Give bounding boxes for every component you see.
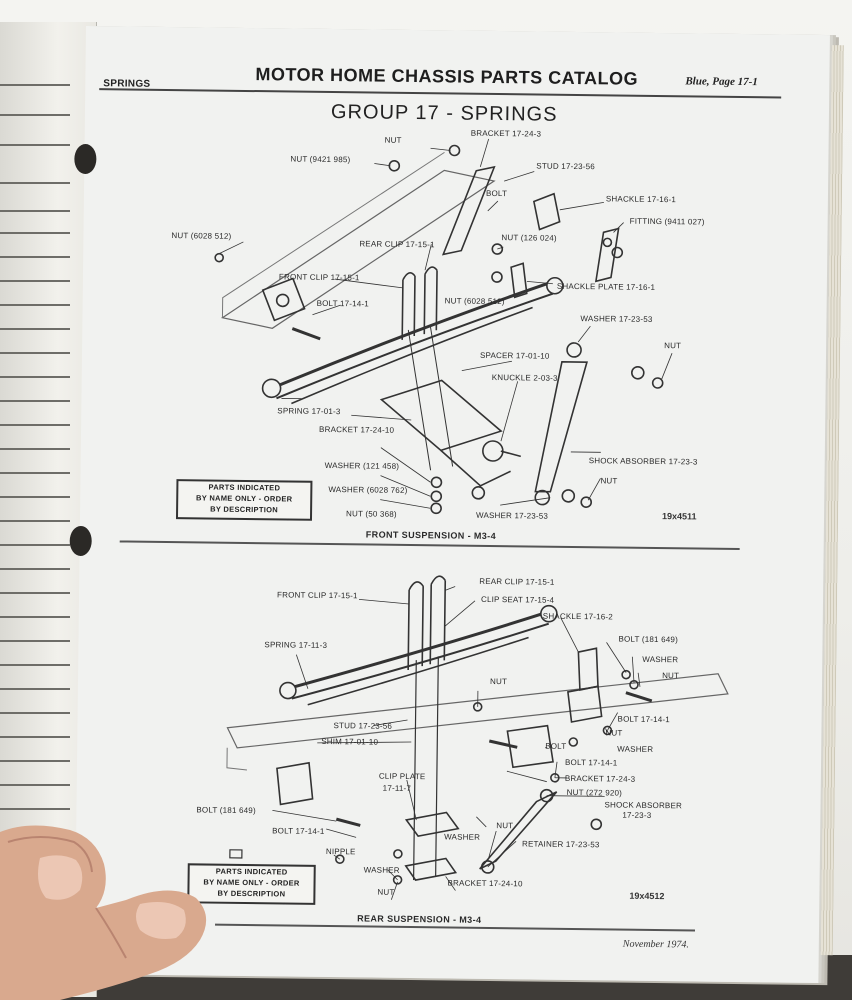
label-shock-number: 17-23-3 <box>622 810 652 820</box>
label-bracket: BRACKET 17-24-3 <box>470 128 542 139</box>
label-nut: NUT <box>377 887 395 897</box>
label-nut-6028-mid: NUT (6028 512) <box>444 296 505 307</box>
label-washer: WASHER <box>617 744 654 754</box>
label-nut: NUT <box>664 341 682 351</box>
footer-date: November 1974. <box>622 938 689 951</box>
label-front-clip: FRONT CLIP 17-15-1 <box>278 272 360 283</box>
label-spring: SPRING 17-01-3 <box>277 406 341 417</box>
label-shackle-plate: SHACKLE PLATE 17-16-1 <box>556 281 656 292</box>
catalog-page: SPRINGS MOTOR HOME CHASSIS PARTS CATALOG… <box>65 26 844 984</box>
label-rear-clip: REAR CLIP 17-15-1 <box>479 576 555 587</box>
label-stud: STUD 17-23-56 <box>333 721 393 731</box>
label-washer: WASHER <box>363 865 400 875</box>
label-bolt: BOLT <box>485 188 508 199</box>
label-nut: NUT <box>489 676 508 687</box>
label-washer: WASHER <box>444 832 481 842</box>
label-washer-53: WASHER 17-23-53 <box>580 314 653 324</box>
label-nut: NUT <box>605 728 623 738</box>
front-caption: FRONT SUSPENSION - M3-4 <box>365 529 497 542</box>
label-bolt-14: BOLT 17-14-1 <box>272 826 325 836</box>
label-bracket-3: BRACKET 17-24-3 <box>564 773 636 784</box>
label-nut: NUT <box>600 476 618 486</box>
label-spring: SPRING 17-11-3 <box>264 640 328 650</box>
label-front-clip: FRONT CLIP 17-15-1 <box>277 590 358 601</box>
label-shackle: SHACKLE 17-16-1 <box>605 194 677 205</box>
label-bolt: BOLT <box>545 741 567 751</box>
rear-caption: REAR SUSPENSION - M3-4 <box>357 913 482 925</box>
label-rear-clip: REAR CLIP 17-15-1 <box>359 239 435 250</box>
front-figure-number: 19x4511 <box>661 511 697 522</box>
label-clip-plate-number: 17-11-7 <box>382 783 412 794</box>
label-nut: NUT <box>496 821 514 831</box>
label-stud: STUD 17-23-56 <box>536 161 595 172</box>
label-bolt-14: BOLT 17-14-1 <box>617 714 670 725</box>
label-bolt-14: BOLT 17-14-1 <box>564 757 618 768</box>
label-washer-53: WASHER 17-23-53 <box>475 510 549 521</box>
label-nut-50: NUT (50 368) <box>346 509 397 519</box>
label-nut-6028: NUT (6028 512) <box>171 231 232 241</box>
label-nut-9421: NUT (9421 985) <box>290 154 351 165</box>
label-nipple: NIPPLE <box>325 846 356 857</box>
label-shackle: SHACKLE 17-16-2 <box>542 611 614 622</box>
label-nut-126: NUT (126 024) <box>501 233 557 243</box>
label-washer: WASHER <box>642 654 679 665</box>
label-washer-121: WASHER (121 458) <box>324 460 400 471</box>
label-shim: SHIM 17-01-10 <box>321 736 379 747</box>
label-fitting: FITTING (9411 027) <box>629 216 705 227</box>
label-nut: NUT <box>662 671 680 681</box>
label-shock: SHOCK ABSORBER 17-23-3 <box>588 456 698 467</box>
label-nut-272: NUT (272 920) <box>566 787 623 798</box>
label-clip-seat: CLIP SEAT 17-15-4 <box>480 594 555 605</box>
hand-photo <box>0 825 207 1000</box>
label-bracket-10: BRACKET 17-24-10 <box>319 424 395 435</box>
label-clip-plate: CLIP PLATE <box>378 771 426 782</box>
label-bracket-10: BRACKET 17-24-10 <box>447 878 523 889</box>
label-spacer: SPACER 17-01-10 <box>479 350 550 361</box>
rear-figure-number: 19x4512 <box>629 890 665 902</box>
label-bolt-181: BOLT (181 649) <box>618 634 679 645</box>
suspension-diagrams <box>214 138 729 900</box>
label-bolt-14: BOLT 17-14-1 <box>316 298 370 309</box>
label-washer-6028: WASHER (6028 762) <box>328 484 408 495</box>
label-retainer: RETAINER 17-23-53 <box>521 839 600 850</box>
label-nut: NUT <box>384 135 402 145</box>
label-shock: SHOCK ABSORBER <box>604 800 683 811</box>
label-knuckle: KNUCKLE 2-03-3 <box>491 372 558 383</box>
